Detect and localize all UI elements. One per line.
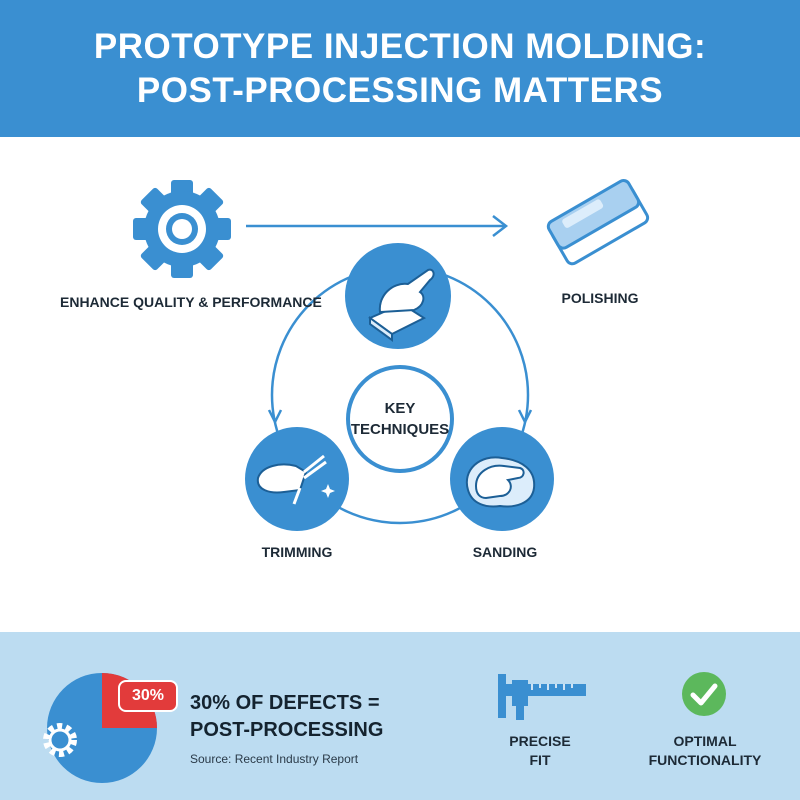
center-label-line2: TECHNIQUES xyxy=(350,421,450,438)
caliper-icon xyxy=(498,674,586,720)
label-trimming: TRIMMING xyxy=(261,544,333,560)
stat-headline-line2: POST-PROCESSING xyxy=(190,719,384,741)
center-label-line1: KEY xyxy=(384,400,416,417)
technique-circle-right xyxy=(450,427,554,531)
label-polishing: POLISHING xyxy=(561,290,639,306)
stat-headline: 30% OF DEFECTS = POST-PROCESSING xyxy=(190,690,383,744)
stat-headline-line1: 30% OF DEFECTS = xyxy=(190,692,380,714)
pliers-icon xyxy=(256,454,335,505)
arrow-right xyxy=(246,215,509,237)
feature-optimal-functionality-line1: OPTIMAL xyxy=(673,733,737,749)
hand-cloth-icon xyxy=(465,456,536,508)
center-circle xyxy=(346,365,454,473)
feature-precise-fit: PRECISE FIT xyxy=(490,732,590,770)
page-title-line2: POST-PROCESSING MATTERS xyxy=(136,70,664,110)
label-enhance-quality: ENHANCE QUALITY & PERFORMANCE xyxy=(60,294,322,310)
polishing-block-icon xyxy=(546,179,650,266)
cycle-arrowhead-right xyxy=(517,409,533,425)
center-label: KEY TECHNIQUES xyxy=(340,398,460,440)
cycle-arrowhead-left xyxy=(267,409,283,425)
feature-precise-fit-line2: FIT xyxy=(529,752,551,768)
technique-circle-left xyxy=(245,427,349,531)
hand-block-icon xyxy=(368,268,435,342)
feature-optimal-functionality-line2: FUNCTIONALITY xyxy=(648,752,762,768)
checkmark-icon xyxy=(682,672,726,716)
label-sanding: SANDING xyxy=(472,544,538,560)
feature-optimal-functionality: OPTIMAL FUNCTIONALITY xyxy=(630,732,780,770)
feature-precise-fit-line1: PRECISE xyxy=(509,733,571,749)
percent-badge: 30% xyxy=(118,680,178,712)
techniques-diagram xyxy=(133,179,650,531)
header-banner: PROTOTYPE INJECTION MOLDING: POST-PROCES… xyxy=(0,0,800,137)
page-title-line1: PROTOTYPE INJECTION MOLDING: xyxy=(93,26,707,66)
technique-circle-top xyxy=(345,243,451,349)
small-gear-icon xyxy=(43,723,77,757)
gear-icon xyxy=(133,180,231,278)
stat-source: Source: Recent Industry Report xyxy=(190,752,359,766)
